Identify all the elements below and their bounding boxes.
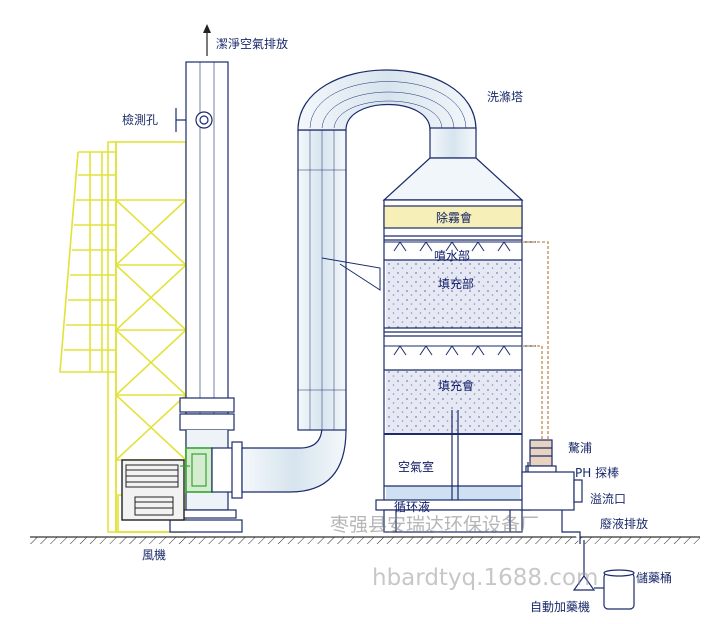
label-inspection-hole: 檢測孔 [122,112,158,127]
spray-nozzles [384,241,536,356]
label-demister: 除霧會 [436,210,472,225]
label-auto-dosing: 自動加藥機 [530,599,590,614]
label-drain: 廢液排放 [600,516,648,531]
label-ph-probe: PH 探棒 [575,466,619,480]
label-dosing-tank: 儲藥桶 [636,570,672,585]
outlet-box [521,462,583,544]
circulation-pump [522,439,557,479]
label-circulating-liquid: 循环液 [394,499,430,514]
label-scrubber-tower: 洗滌塔 [487,89,523,104]
dosing-system [572,540,635,610]
label-packing-lower: 填充會 [438,378,474,393]
label-packing-upper: 填充部 [438,276,474,291]
label-spray-section: 噴水部 [434,248,470,263]
label-exhaust: 潔淨空氣排放 [216,36,288,51]
watermark-site: hbardtyq.1688.com [372,565,598,591]
connecting-duct [211,69,477,499]
inspection-port [175,108,213,132]
exhaust-arrow [203,24,211,56]
ground [30,536,700,544]
recirculation-pipe [522,241,549,440]
label-supply: 驁浦 [568,440,592,455]
label-overflow: 溢流口 [590,492,626,506]
label-fan: 風機 [142,547,166,562]
watermark-company: 枣强县安瑞达环保设备厂 [330,514,539,536]
blower-fan [121,447,213,521]
label-air-chamber: 空氣室 [398,459,434,474]
